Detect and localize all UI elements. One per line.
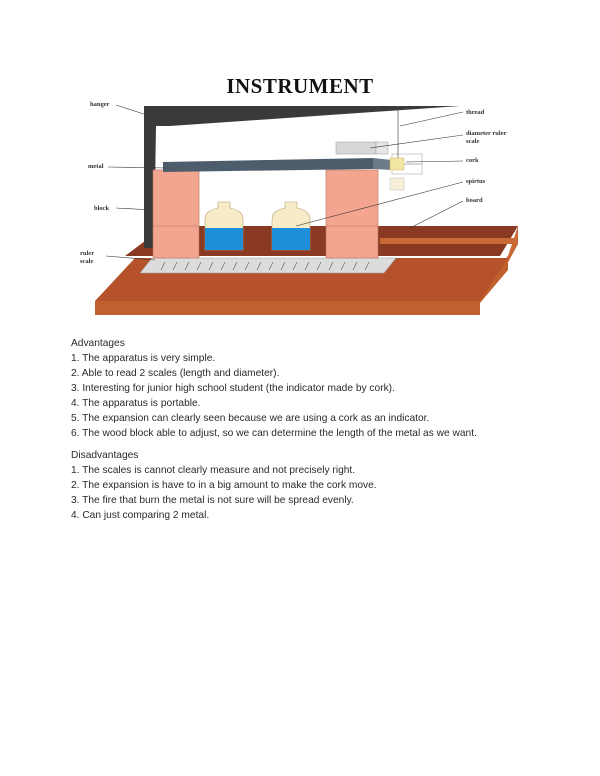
list-item: 4. The apparatus is portable. (71, 398, 201, 409)
board-upper-front (380, 238, 518, 244)
metal-rod-end (373, 158, 392, 170)
advantages-list: 1. The apparatus is very simple. 2. Able… (71, 351, 541, 441)
disadvantages-heading: Disadvantages (71, 450, 139, 461)
list-item: 1. The apparatus is very simple. (71, 353, 216, 364)
board-lower-front (95, 301, 480, 315)
list-item: 3. The fire that burn the metal is not s… (71, 495, 354, 506)
disadvantages-section: Disadvantages 1. The scales is cannot cl… (71, 448, 541, 523)
list-item: 5. The expansion can clearly seen becaus… (71, 413, 430, 424)
right-block (325, 169, 379, 259)
ruler-scale (139, 257, 397, 274)
advantages-heading: Advantages (71, 338, 125, 349)
board-side (505, 226, 518, 268)
advantages-section: Advantages 1. The apparatus is very simp… (71, 336, 541, 441)
page-title: INSTRUMENT (226, 74, 374, 98)
instrument-diagram: hanger metal block ruler scale thread di… (80, 101, 518, 315)
label-block: block (94, 205, 110, 212)
label-diameter-1: diameter ruler (466, 130, 507, 137)
spirtus-jar-left (204, 201, 244, 251)
label-metal: metal (88, 163, 104, 170)
diameter-ruler-scale (335, 141, 423, 175)
label-cork: cork (466, 157, 479, 164)
label-ruler-scale-1: ruler (80, 250, 94, 257)
label-board: board (466, 197, 483, 204)
disadvantages-list: 1. The scales is cannot clearly measure … (71, 463, 541, 523)
cork-weight (389, 177, 405, 191)
list-item: 2. Able to read 2 scales (length and dia… (71, 368, 280, 379)
label-hanger: hanger (90, 101, 110, 108)
label-ruler-scale-2: scale (80, 258, 93, 265)
metal-rod (163, 158, 373, 172)
label-thread: thread (466, 109, 485, 116)
label-diameter-2: scale (466, 138, 479, 145)
list-item: 6. The wood block able to adjust, so we … (71, 428, 477, 439)
list-item: 1. The scales is cannot clearly measure … (71, 465, 356, 476)
list-item: 2. The expansion is have to in a big amo… (71, 480, 377, 491)
spirtus-jar-right (271, 201, 311, 251)
label-spirtus: spirtus (466, 178, 486, 185)
cork (389, 157, 405, 171)
left-block (152, 169, 200, 259)
hanger (144, 106, 460, 248)
list-item: 4. Can just comparing 2 metal. (71, 510, 210, 521)
list-item: 3. Interesting for junior high school st… (71, 383, 395, 394)
